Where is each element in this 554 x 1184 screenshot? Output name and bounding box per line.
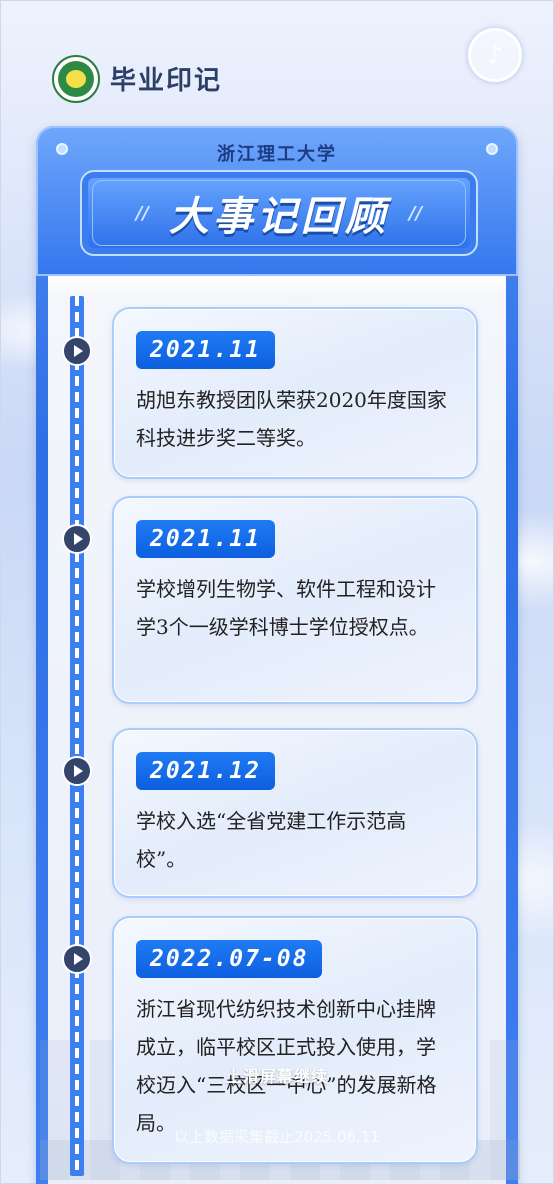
- data-deadline-note: 以上数据采集截止2025.06.11: [174, 1128, 380, 1146]
- page-title: 大事记回顾: [169, 194, 389, 240]
- event-date: 2021.11: [136, 331, 275, 369]
- board-header: 浙江理工大学 // 大事记回顾 //: [36, 126, 518, 276]
- timeline-node-icon: [62, 524, 92, 554]
- timeline-card: 2021.11 胡旭东教授团队荣获2020年度国家科技进步奖二等奖。: [112, 307, 478, 479]
- timeline-node-icon: [62, 756, 92, 786]
- timeline-node-icon: [62, 944, 92, 974]
- school-name: 浙江理工大学: [217, 144, 337, 165]
- university-logo-icon: [52, 55, 100, 103]
- timeline-card: 2022.07-08 浙江省现代纺织技术创新中心挂牌成立，临平校区正式投入使用，…: [112, 916, 478, 1164]
- timeline-card: 2021.11 学校增列生物学、软件工程和设计学3个一级学科博士学位授权点。: [112, 496, 478, 704]
- slash-decoration: //: [409, 202, 423, 224]
- event-text: 学校入选“全省党建工作示范高校”。: [136, 809, 407, 871]
- event-date: 2021.11: [136, 520, 275, 558]
- music-icon[interactable]: ♪: [468, 28, 522, 82]
- event-date: 2022.07-08: [136, 940, 323, 978]
- event-text: 学校增列生物学、软件工程和设计学3个一级学科博士学位授权点。: [136, 577, 436, 639]
- logo-emblem: [58, 61, 94, 97]
- timeline-rail: [70, 296, 84, 1176]
- slash-decoration: //: [135, 202, 149, 224]
- timeline-card: 2021.12 学校入选“全省党建工作示范高校”。: [112, 728, 478, 898]
- rivet-icon: [56, 143, 68, 155]
- timeline-dash: [75, 296, 79, 1176]
- event-date: 2021.12: [136, 752, 275, 790]
- event-text: 浙江省现代纺织技术创新中心挂牌成立，临平校区正式投入使用，学校迈入“三校区一中心…: [136, 997, 437, 1135]
- swipe-up-hint[interactable]: 上滑屏幕继续: [225, 1067, 328, 1086]
- title-banner: // 大事记回顾 //: [80, 170, 478, 256]
- rivet-icon: [486, 143, 498, 155]
- timeline-node-icon: [62, 336, 92, 366]
- torn-edge: [48, 276, 506, 303]
- app-title: 毕业印记: [110, 66, 223, 96]
- event-text: 胡旭东教授团队荣获2020年度国家科技进步奖二等奖。: [136, 388, 447, 450]
